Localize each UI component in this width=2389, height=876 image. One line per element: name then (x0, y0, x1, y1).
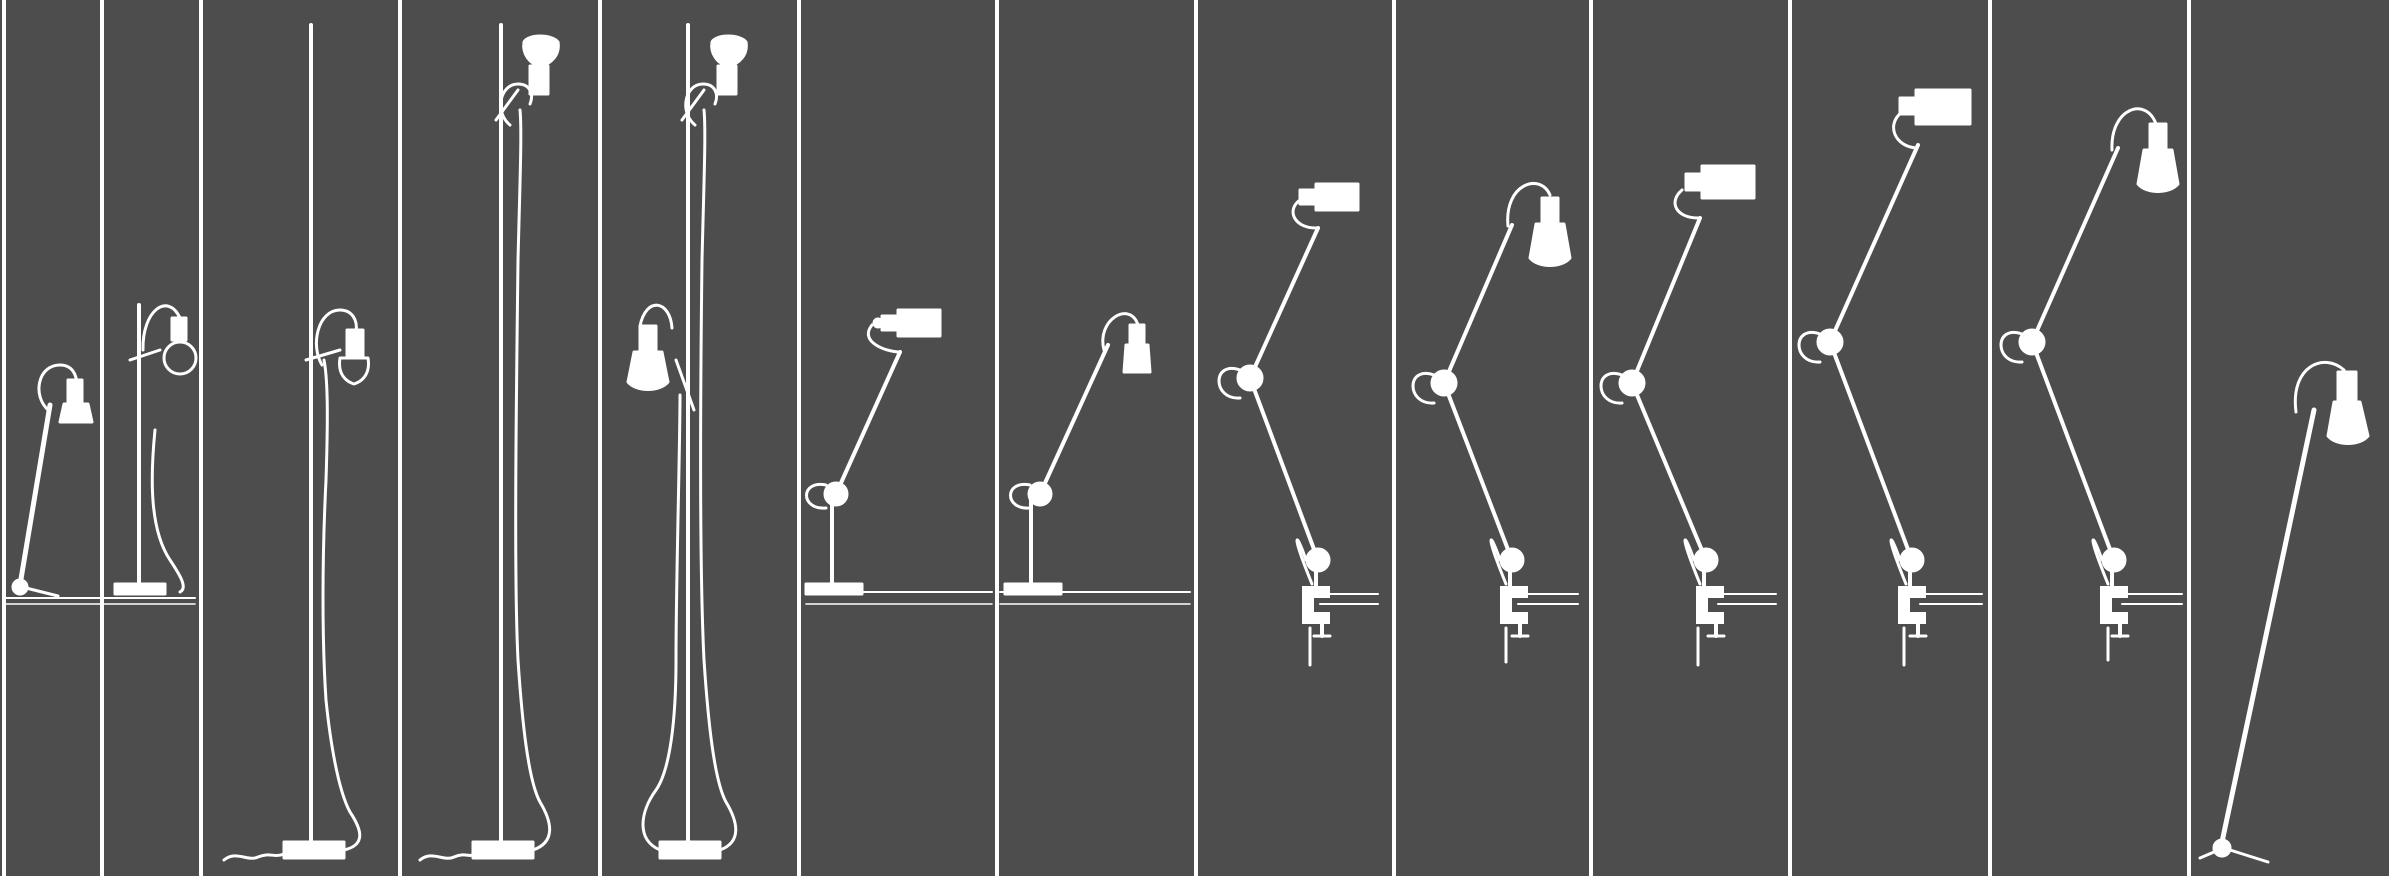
lamp-floor-pole-dual-reflector (626, 23, 748, 860)
lamp-tall-stand-bare-bulb (113, 303, 198, 596)
lamp-desk-angled-globe (5, 363, 196, 605)
lamp-clamp-arm-box-shade-tall (1599, 164, 1777, 667)
lamp-clamp-arm-box-shade-extended (1797, 88, 1983, 667)
panel-dividers (2, 0, 2191, 876)
lamp-floor-pole-side-bulb (222, 23, 370, 862)
lamp-desk-arm-small-spot (999, 312, 1191, 605)
lamp-floor-pole-top-reflector (418, 23, 560, 862)
lamp-clamp-arm-box-shade (1217, 182, 1379, 667)
lamp-desk-arm-box-shade (804, 308, 993, 605)
lamp-clamp-arm-reflector-extended (1999, 107, 2183, 662)
lamp-floor-angled-reflector (2198, 360, 2370, 864)
lamp-clamp-arm-reflector (1411, 182, 1579, 664)
